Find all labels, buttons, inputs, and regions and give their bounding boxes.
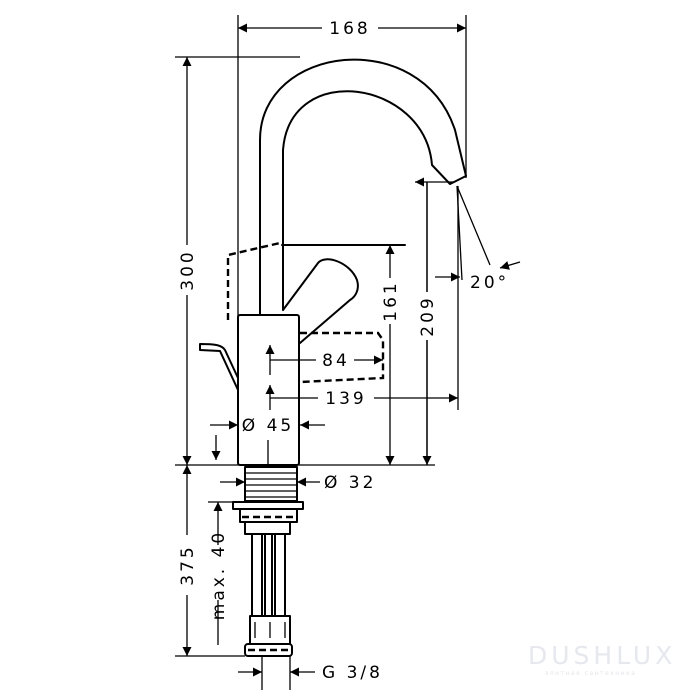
watermark-brand: DUSHLUX [528, 641, 676, 670]
shank-and-hoses [232, 466, 304, 657]
dim-below-deck: 375 [178, 544, 198, 585]
dim-spout-height: 209 [418, 295, 438, 336]
dim-lever-length: 84 [322, 351, 350, 371]
dim-shank-diameter: Ø 32 [324, 473, 376, 493]
dim-angle: 20° [470, 273, 509, 293]
dim-thread: G 3/8 [322, 663, 383, 683]
dim-width-total: 168 [329, 19, 370, 39]
dim-max-deck: max. 40 [209, 530, 229, 620]
dim-lever-height: 161 [381, 280, 401, 321]
dim-height-total: 300 [178, 249, 198, 290]
watermark-tagline: элитная сантехника [545, 670, 636, 677]
dim-body-diameter: Ø 45 [242, 416, 294, 436]
dim-spout-reach: 139 [325, 389, 366, 409]
